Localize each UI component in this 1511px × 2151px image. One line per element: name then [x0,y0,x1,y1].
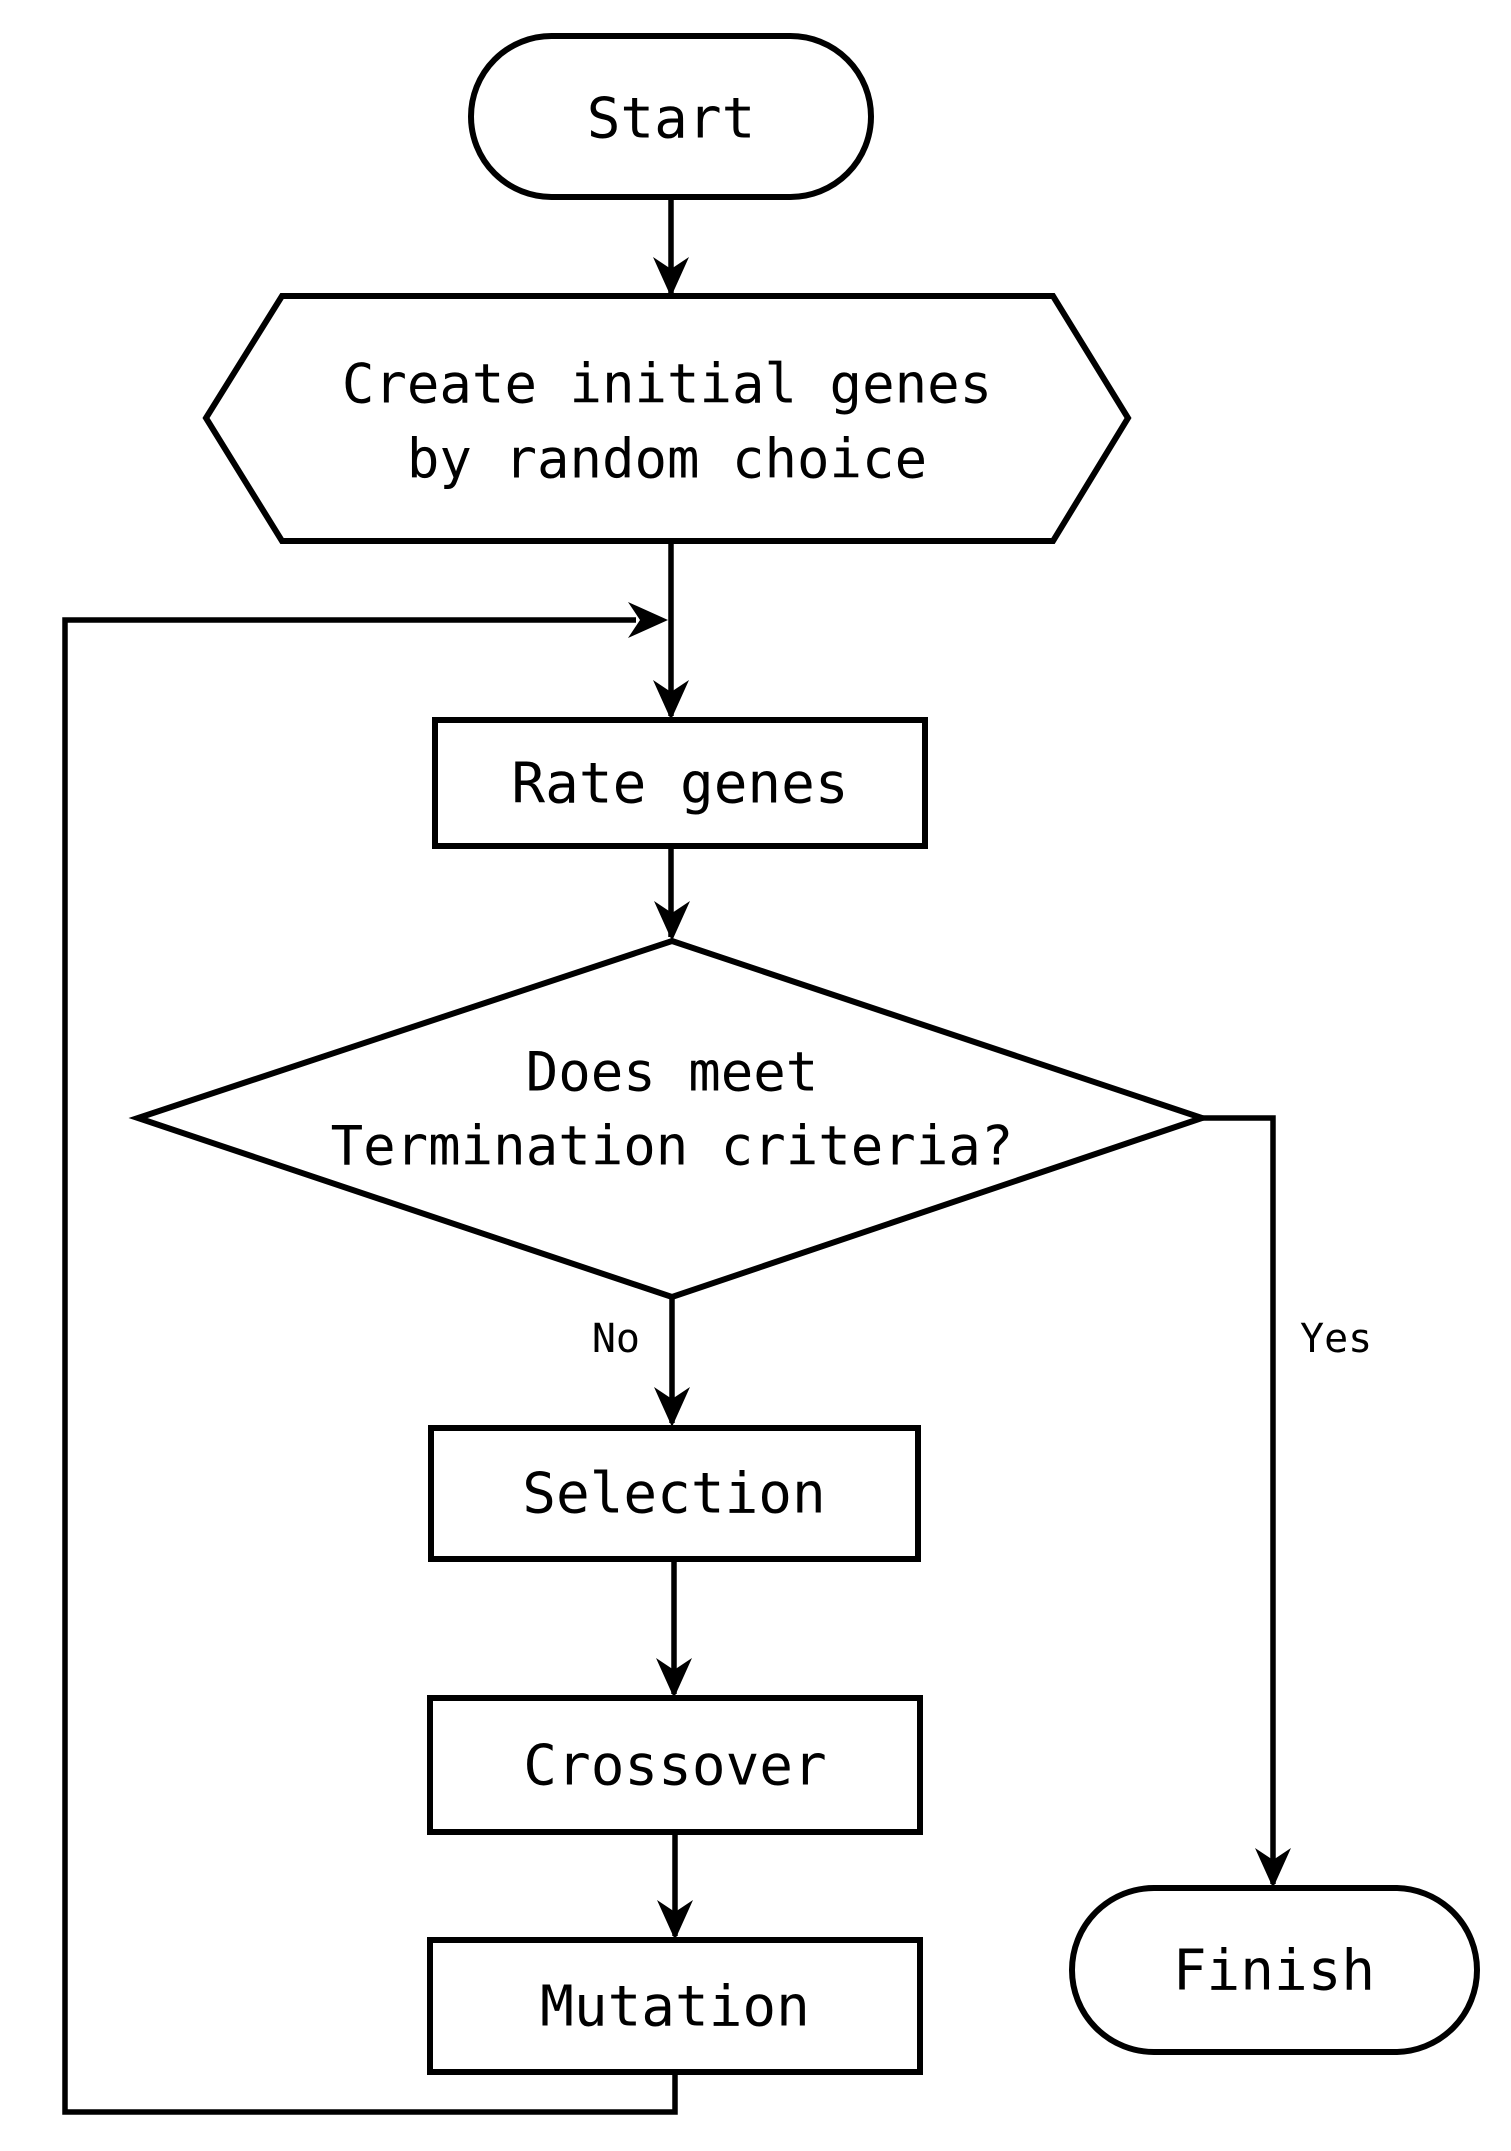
selection-label: Selection [522,1462,825,1527]
finish-label: Finish [1173,1939,1375,2004]
node-mutation: Mutation [427,1937,923,2075]
arrowhead-loop-merge [628,602,668,638]
arrowhead-into-finish [1255,1848,1291,1888]
finish-terminator-shape [1069,1885,1480,2055]
arrowhead-into-selection [654,1387,690,1427]
arrowhead-into-rate [653,680,689,720]
selection-process-shape [428,1425,921,1562]
node-rate-genes: Rate genes [432,717,928,849]
arrowheads [628,257,1291,1940]
node-create-genes: Create initial genes by random choice [202,293,1132,544]
node-selection: Selection [428,1425,921,1562]
no-branch-label: No [592,1316,640,1362]
node-start: Start [468,33,874,200]
termination-diamond-shape [128,937,1212,1301]
arrowhead-into-create [653,257,689,297]
branch-labels: No Yes [592,1316,1372,1362]
yes-branch-label: Yes [1300,1316,1372,1362]
edge-mutation-loop-to-merge [62,617,678,2115]
rate-genes-process-shape [432,717,928,849]
arrowhead-into-decision [654,901,690,941]
node-termination-decision: Does meet Termination criteria? [128,937,1212,1301]
mutation-label: Mutation [540,1975,810,2040]
start-terminator-shape [468,33,874,200]
crossover-process-shape [427,1695,923,1835]
create-genes-hexagon-shape [202,293,1132,544]
termination-label-line2: Termination criteria? [331,1115,1014,1178]
edge-decision-yes-to-finish [1202,1115,1276,1884]
mutation-process-shape [427,1937,923,2075]
node-finish: Finish [1069,1885,1480,2055]
crossover-label: Crossover [523,1734,826,1799]
create-genes-label-line2: by random choice [407,428,927,491]
create-genes-label-line1: Create initial genes [342,353,992,416]
edges [62,197,1276,2115]
node-crossover: Crossover [427,1695,923,1835]
start-label: Start [587,87,756,152]
rate-genes-label: Rate genes [511,752,848,817]
arrowhead-into-mutation [657,1900,693,1940]
termination-label-line1: Does meet [526,1041,819,1104]
arrowhead-into-crossover [656,1658,692,1698]
